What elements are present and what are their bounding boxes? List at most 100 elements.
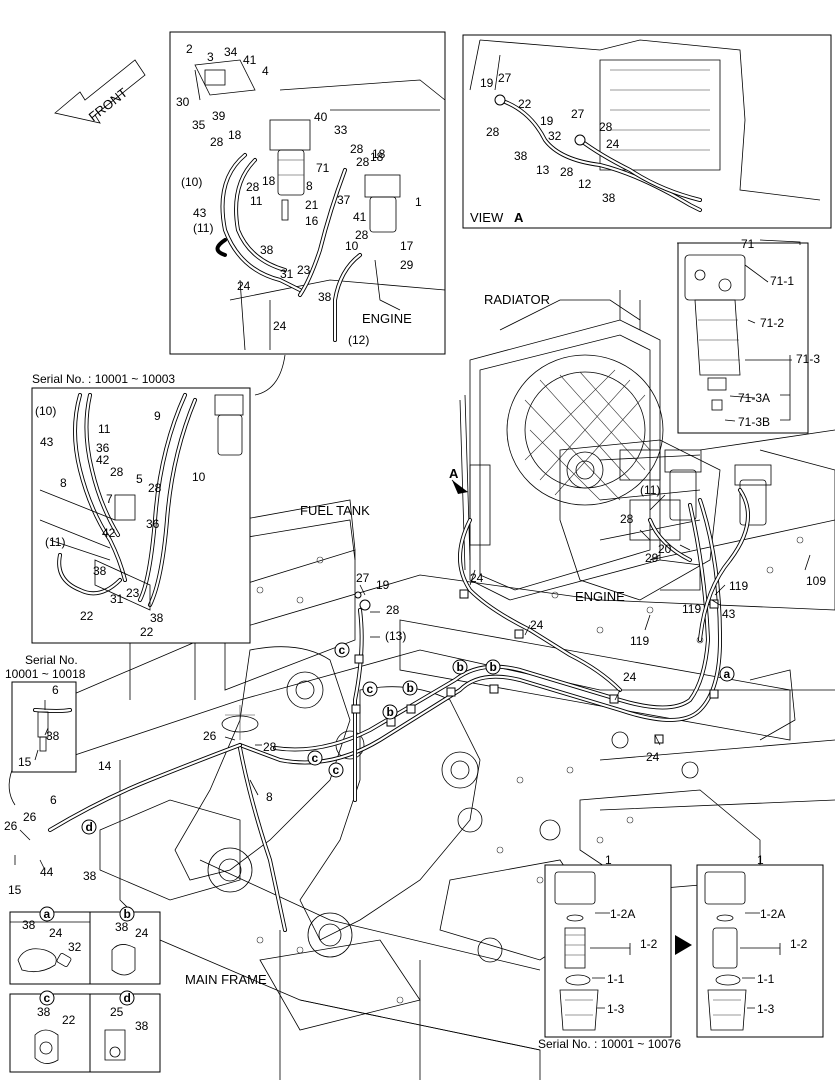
callout-c: c [339, 643, 346, 657]
left-box-label: 38 [150, 611, 164, 625]
serial-note-bottom-right: Serial No. : 10001 ~ 10076 [538, 1037, 681, 1051]
callout-a-circle [719, 666, 735, 682]
serial-note-small-2: 10001 ~ 10018 [5, 667, 86, 681]
top-box-label: 28 [350, 142, 364, 156]
callout-d-circle [81, 819, 97, 835]
callout-b: b [407, 681, 414, 695]
top-box-label: 18 [372, 147, 386, 161]
top-box-label: 28 [355, 228, 369, 242]
top-box-label: 35 [192, 118, 206, 132]
top-box-label: 29 [400, 258, 414, 272]
view-a-label: 22 [518, 97, 532, 111]
detail-label: 22 [62, 1013, 76, 1027]
top-box-label: 71 [316, 161, 330, 175]
callout-c-circle [328, 762, 344, 778]
main-label: 38 [46, 729, 60, 743]
main-label: 43 [722, 607, 736, 621]
top-box-label: 2 [186, 42, 193, 56]
top-box-label: 1 [415, 195, 422, 209]
main-label: 15 [18, 755, 32, 769]
left-box-label: 36 [146, 517, 160, 531]
detail-callout-d: d [124, 991, 131, 1005]
detail-callout-b-circle [119, 906, 135, 922]
view-a-label: 28 [560, 165, 574, 179]
top-box-label: 43 [193, 206, 207, 220]
main-label: 119 [729, 579, 748, 593]
left-box-label: 22 [80, 609, 94, 623]
top-box-label: (10) [181, 175, 202, 189]
left-box-label: 7 [106, 492, 113, 506]
main-label: 19 [376, 578, 390, 592]
callout-b-circle [485, 659, 501, 675]
filter-1-right-label: 1-3 [757, 1002, 775, 1016]
top-box-label: 21 [305, 198, 319, 212]
filter-71-label: 71 [741, 237, 755, 251]
filter-1-right-label: 1 [757, 853, 764, 867]
front-arrow: FRONT [54, 59, 146, 124]
left-box-label: 31 [110, 592, 124, 606]
main-label: 15 [8, 883, 22, 897]
filter-1-left-label: 1-2A [610, 907, 635, 921]
serial-note-small-1: Serial No. [25, 653, 78, 667]
detail-callout-d-circle [119, 990, 135, 1006]
top-box-label: 4 [262, 64, 269, 78]
top-box-label: 18 [370, 150, 384, 164]
top-detail-box [169, 31, 446, 355]
engine-main-label: ENGINE [575, 589, 625, 604]
left-box-label: 22 [140, 625, 154, 639]
left-box-label: 11 [98, 422, 111, 436]
main-label: 28 [620, 512, 634, 526]
detail-callout-a-circle [39, 906, 55, 922]
main-label: 8 [266, 790, 273, 804]
detail-callout-a: a [44, 907, 51, 921]
callout-b-circle [402, 680, 418, 696]
top-box-label: 16 [305, 214, 319, 228]
main-label: 28 [263, 740, 277, 754]
detail-label: 38 [37, 1005, 51, 1019]
filter-71-label: 71-2 [760, 316, 784, 330]
top-box-label: 8 [306, 179, 313, 193]
main-label: 24 [470, 571, 484, 585]
callout-c-circle [362, 681, 378, 697]
filter-71-label: 71-3B [738, 415, 770, 429]
main-label: 29 [645, 551, 659, 565]
detail-label: 25 [110, 1005, 124, 1019]
detail-label: 38 [135, 1019, 149, 1033]
radiator-assembly [459, 290, 664, 601]
view-a-label: 12 [578, 177, 592, 191]
main-label: 20 [658, 542, 672, 556]
top-box-label: 3 [207, 50, 214, 64]
main-label: 119 [682, 602, 701, 616]
top-box-label: 39 [212, 109, 226, 123]
filter-1-right-label: 1-1 [757, 972, 775, 986]
detail-label: 38 [115, 920, 129, 934]
top-box-label: 11 [250, 194, 263, 208]
view-a-label: 13 [536, 163, 550, 177]
main-label: 24 [646, 750, 660, 764]
callout-c: c [312, 751, 319, 765]
main-label: 27 [356, 571, 370, 585]
left-box-label: (11) [45, 535, 65, 549]
callout-c: c [333, 763, 340, 777]
view-a-label: 19 [480, 76, 494, 90]
main-label: 26 [4, 819, 18, 833]
detail-boxes [9, 911, 161, 1073]
callout-b-circle [452, 659, 468, 675]
detail-label: 24 [135, 926, 149, 940]
main-label: (11) [640, 483, 660, 497]
left-box-label: 28 [110, 465, 124, 479]
top-box-label: 28 [210, 135, 224, 149]
detail-label: 24 [49, 926, 63, 940]
top-box-label: 23 [297, 263, 311, 277]
top-box-label: 37 [337, 193, 351, 207]
callout-a: a [724, 667, 731, 681]
main-label: 6 [50, 793, 57, 807]
left-box-label: 42 [102, 526, 116, 540]
small-serial-box [11, 681, 77, 773]
top-box-label: 17 [400, 239, 414, 253]
view-a-label: 38 [602, 191, 616, 205]
top-box-label: 34 [224, 45, 238, 59]
main-label: 38 [83, 869, 97, 883]
